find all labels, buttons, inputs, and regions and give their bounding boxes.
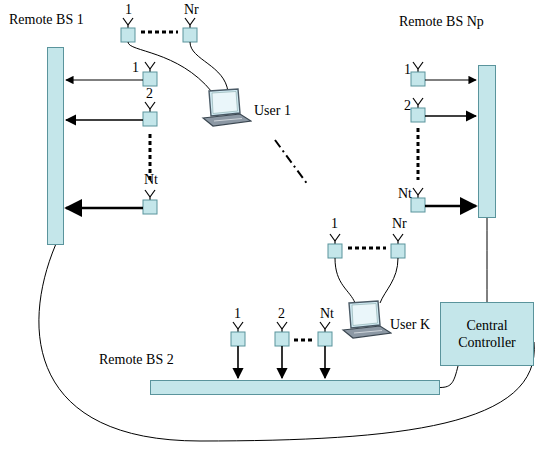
antenna-symbol xyxy=(318,322,332,346)
station-heading: Remote BS 2 xyxy=(99,351,174,368)
signal-arrow xyxy=(66,207,143,210)
signal-arrow xyxy=(237,346,239,378)
signal-arrow xyxy=(425,205,476,208)
signal-arrow xyxy=(281,346,283,378)
backhaul-link xyxy=(39,245,534,441)
antenna-index: 2 xyxy=(278,306,285,322)
antenna-symbol xyxy=(275,322,289,346)
ellipsis-dots xyxy=(417,128,420,180)
antenna-symbol xyxy=(411,62,425,86)
antenna-cable xyxy=(190,42,228,92)
signal-arrow xyxy=(425,115,476,117)
antenna-index: Nt xyxy=(320,306,334,322)
antenna-symbol xyxy=(328,234,342,258)
antenna-symbol xyxy=(121,18,135,42)
antenna-index: 1 xyxy=(331,216,338,232)
controller-box: Central Controller xyxy=(440,302,534,366)
ellipsis-dots xyxy=(294,339,314,342)
box-label: Central Controller xyxy=(449,317,525,351)
antenna-symbol xyxy=(143,62,157,86)
dash-dot-line xyxy=(275,140,308,185)
station-heading: Remote BS 1 xyxy=(9,11,84,28)
antenna-index: 1 xyxy=(404,62,411,78)
signal-arrow xyxy=(324,346,326,378)
antenna-symbol xyxy=(231,322,245,346)
user-laptop: User K xyxy=(340,300,392,340)
station-heading: Remote BS Np xyxy=(399,13,484,30)
base-station-bar: Remote BS 1 xyxy=(47,47,64,245)
antenna-index: Nr xyxy=(184,2,199,18)
antenna-symbol xyxy=(411,188,425,212)
antenna-index: Nt xyxy=(398,186,412,202)
antenna-symbol xyxy=(391,234,405,258)
backhaul-link xyxy=(487,218,488,302)
antenna-cable xyxy=(128,42,212,92)
antenna-index: 1 xyxy=(132,60,139,76)
antenna-index: 1 xyxy=(234,306,241,322)
antenna-index: Nt xyxy=(144,172,158,188)
base-station-bar: Remote BS Np xyxy=(478,65,496,218)
laptop-icon xyxy=(340,300,392,340)
antenna-symbol xyxy=(411,98,425,122)
antenna-symbol xyxy=(143,102,157,126)
backhaul-link xyxy=(440,366,458,388)
antenna-index: 2 xyxy=(404,98,411,114)
base-station-bar: Remote BS 2 xyxy=(150,380,440,395)
user-laptop: User 1 xyxy=(200,88,252,128)
user-label: User K xyxy=(390,316,430,333)
signal-arrow xyxy=(66,79,143,80)
signal-arrow xyxy=(425,79,476,80)
antenna-index: 2 xyxy=(146,86,153,102)
antenna-symbol xyxy=(183,18,197,42)
antenna-cable xyxy=(335,258,355,303)
signal-arrow xyxy=(66,119,143,121)
antenna-index: Nr xyxy=(392,216,407,232)
ellipsis-dots xyxy=(348,247,386,250)
ellipsis-dots xyxy=(141,31,178,34)
antenna-index: 1 xyxy=(125,2,132,18)
antenna-cable xyxy=(380,258,398,303)
user-label: User 1 xyxy=(254,102,291,119)
antenna-symbol xyxy=(143,190,157,214)
laptop-icon xyxy=(200,88,252,128)
